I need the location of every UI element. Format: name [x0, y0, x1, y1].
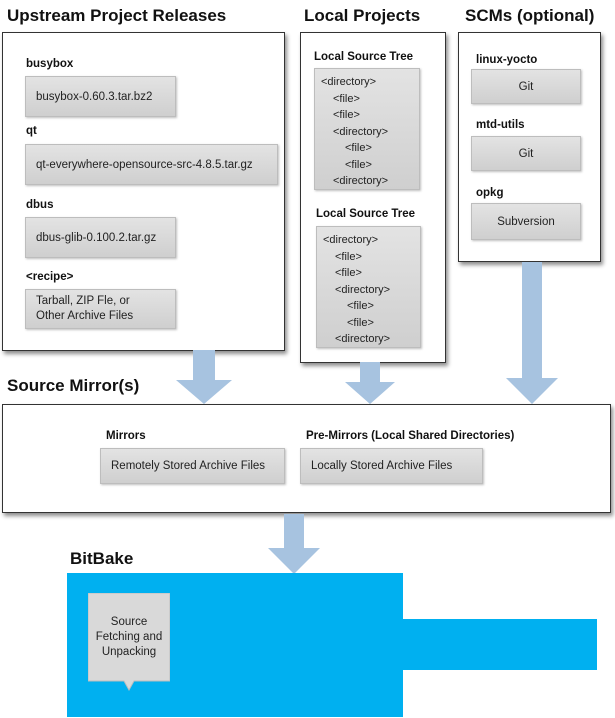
upstream-item-label: <recipe>: [26, 271, 74, 283]
local-tree-title: Local Source Tree: [314, 51, 414, 63]
mirror-heading: Source Mirror(s): [7, 376, 140, 395]
premirrors-label: Pre-Mirrors (Local Shared Directories): [306, 430, 515, 442]
tree-line: <directory>: [321, 76, 377, 88]
tree-line: <file>: [333, 92, 360, 105]
tree-line: <file>: [335, 267, 362, 279]
local-panel: Local Source Tree <directory> <file> <fi…: [300, 32, 446, 363]
premirrors-box: Locally Stored Archive Files: [300, 448, 483, 484]
upstream-heading: Upstream Project Releases: [7, 6, 227, 25]
upstream-archive-box: busybox-0.60.3.tar.bz2: [25, 76, 176, 117]
mirrors-label: Mirrors: [106, 430, 146, 442]
tree-line: <directory>: [323, 234, 379, 246]
mirrors-box: Remotely Stored Archive Files: [100, 448, 285, 484]
scm-type-box: Git: [471, 69, 581, 104]
scm-type-box: Git: [471, 136, 581, 171]
source-fetch-task: Source Fetching and Unpacking: [88, 593, 170, 691]
upstream-item-label: dbus: [26, 199, 54, 211]
source-fetch-task-label: Source Fetching and Unpacking: [95, 616, 163, 658]
tree-line: <directory>: [333, 125, 389, 138]
local-heading: Local Projects: [304, 6, 421, 25]
upstream-to-mirror-arrow: [176, 350, 232, 404]
local-to-mirror-arrow: [345, 362, 395, 404]
mirror-panel: Mirrors Remotely Stored Archive Files Pr…: [2, 404, 611, 513]
scm-project-label: linux-yocto: [476, 54, 538, 66]
tree-line: <directory>: [335, 283, 391, 296]
scms-to-mirror-arrow: [506, 262, 558, 404]
upstream-archive-box: dbus-glib-0.100.2.tar.gz: [25, 217, 176, 258]
scm-type-box: Subversion: [471, 203, 581, 240]
tree-line: <directory>: [333, 175, 389, 187]
tree-line: <file>: [347, 300, 374, 312]
tree-line: <file>: [345, 142, 372, 154]
local-tree-title: Local Source Tree: [316, 208, 416, 220]
scm-project-label: opkg: [476, 187, 504, 199]
tree-line: <directory>: [335, 333, 391, 345]
bitbake-heading: BitBake: [70, 549, 134, 568]
scm-project-label: mtd-utils: [476, 119, 525, 131]
mirror-to-bitbake-arrow: [268, 514, 320, 574]
tree-line: <file>: [345, 158, 372, 171]
scms-panel: linux-yocto Git mtd-utils Git opkg Subve…: [458, 32, 601, 262]
tree-line: <file>: [335, 250, 362, 263]
upstream-item-label: qt: [26, 125, 37, 137]
task-shape: [88, 593, 170, 691]
scms-heading: SCMs (optional): [465, 6, 595, 25]
upstream-archive-box: qt-everywhere-opensource-src-4.8.5.tar.g…: [25, 144, 278, 185]
local-source-tree: <directory> <file> <file> <directory> <f…: [314, 68, 420, 190]
tree-line: <file>: [347, 316, 374, 329]
upstream-item-label: busybox: [26, 58, 74, 70]
local-source-tree: <directory> <file> <file> <directory> <f…: [316, 226, 421, 348]
upstream-archive-box: Tarball, ZIP Fle, or Other Archive Files: [25, 289, 176, 329]
bitbake-tail: [403, 619, 597, 670]
upstream-panel: busybox busybox-0.60.3.tar.bz2 qt qt-eve…: [2, 32, 285, 351]
tree-line: <file>: [333, 109, 360, 121]
